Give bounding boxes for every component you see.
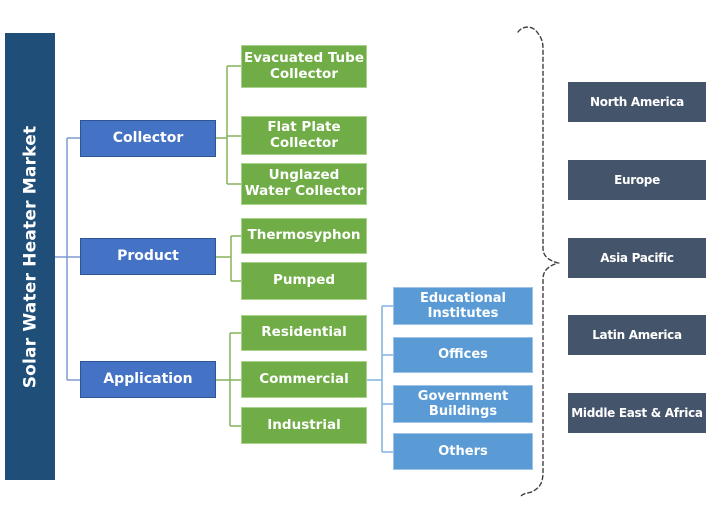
- segment-box-industrial: Industrial: [241, 407, 367, 444]
- subsegment-box-educational-institutes: Educational Institutes: [393, 287, 533, 325]
- subsegment-box-offices: Offices: [393, 337, 533, 373]
- market-title: Solar Water Heater Market: [20, 125, 41, 388]
- subsegment-box-others: Others: [393, 433, 533, 470]
- region-box-europe: Europe: [568, 160, 706, 200]
- subsegment-box-government-buildings: Government Buildings: [393, 385, 533, 423]
- product-segments-connector: [216, 235, 241, 282]
- region-box-latin-america: Latin America: [568, 315, 706, 355]
- segment-box-pumped: Pumped: [241, 262, 367, 300]
- application-segments-connector: [216, 332, 241, 427]
- segment-box-residential: Residential: [241, 315, 367, 351]
- region-box-asia-pacific: Asia Pacific: [568, 238, 706, 278]
- collector-segments-connector: [216, 65, 241, 185]
- segment-box-thermosyphon: Thermosyphon: [241, 218, 367, 254]
- commercial-subsegments-connector: [367, 305, 393, 453]
- segment-box-flat-plate-collector: Flat Plate Collector: [241, 116, 367, 155]
- root-to-categories-connector: [55, 137, 80, 381]
- category-box-product: Product: [80, 238, 216, 275]
- market-title-bar: Solar Water Heater Market: [5, 33, 55, 480]
- segment-box-unglazed-water-collector: Unglazed Water Collector: [241, 163, 367, 205]
- segment-box-commercial: Commercial: [241, 361, 367, 398]
- category-box-collector: Collector: [80, 120, 216, 157]
- category-box-application: Application: [80, 361, 216, 398]
- region-box-north-america: North America: [568, 82, 706, 122]
- regions-brace: [517, 26, 561, 497]
- region-box-middle-east-africa: Middle East & Africa: [568, 393, 706, 433]
- segment-box-evacuated-tube-collector: Evacuated Tube Collector: [241, 45, 367, 88]
